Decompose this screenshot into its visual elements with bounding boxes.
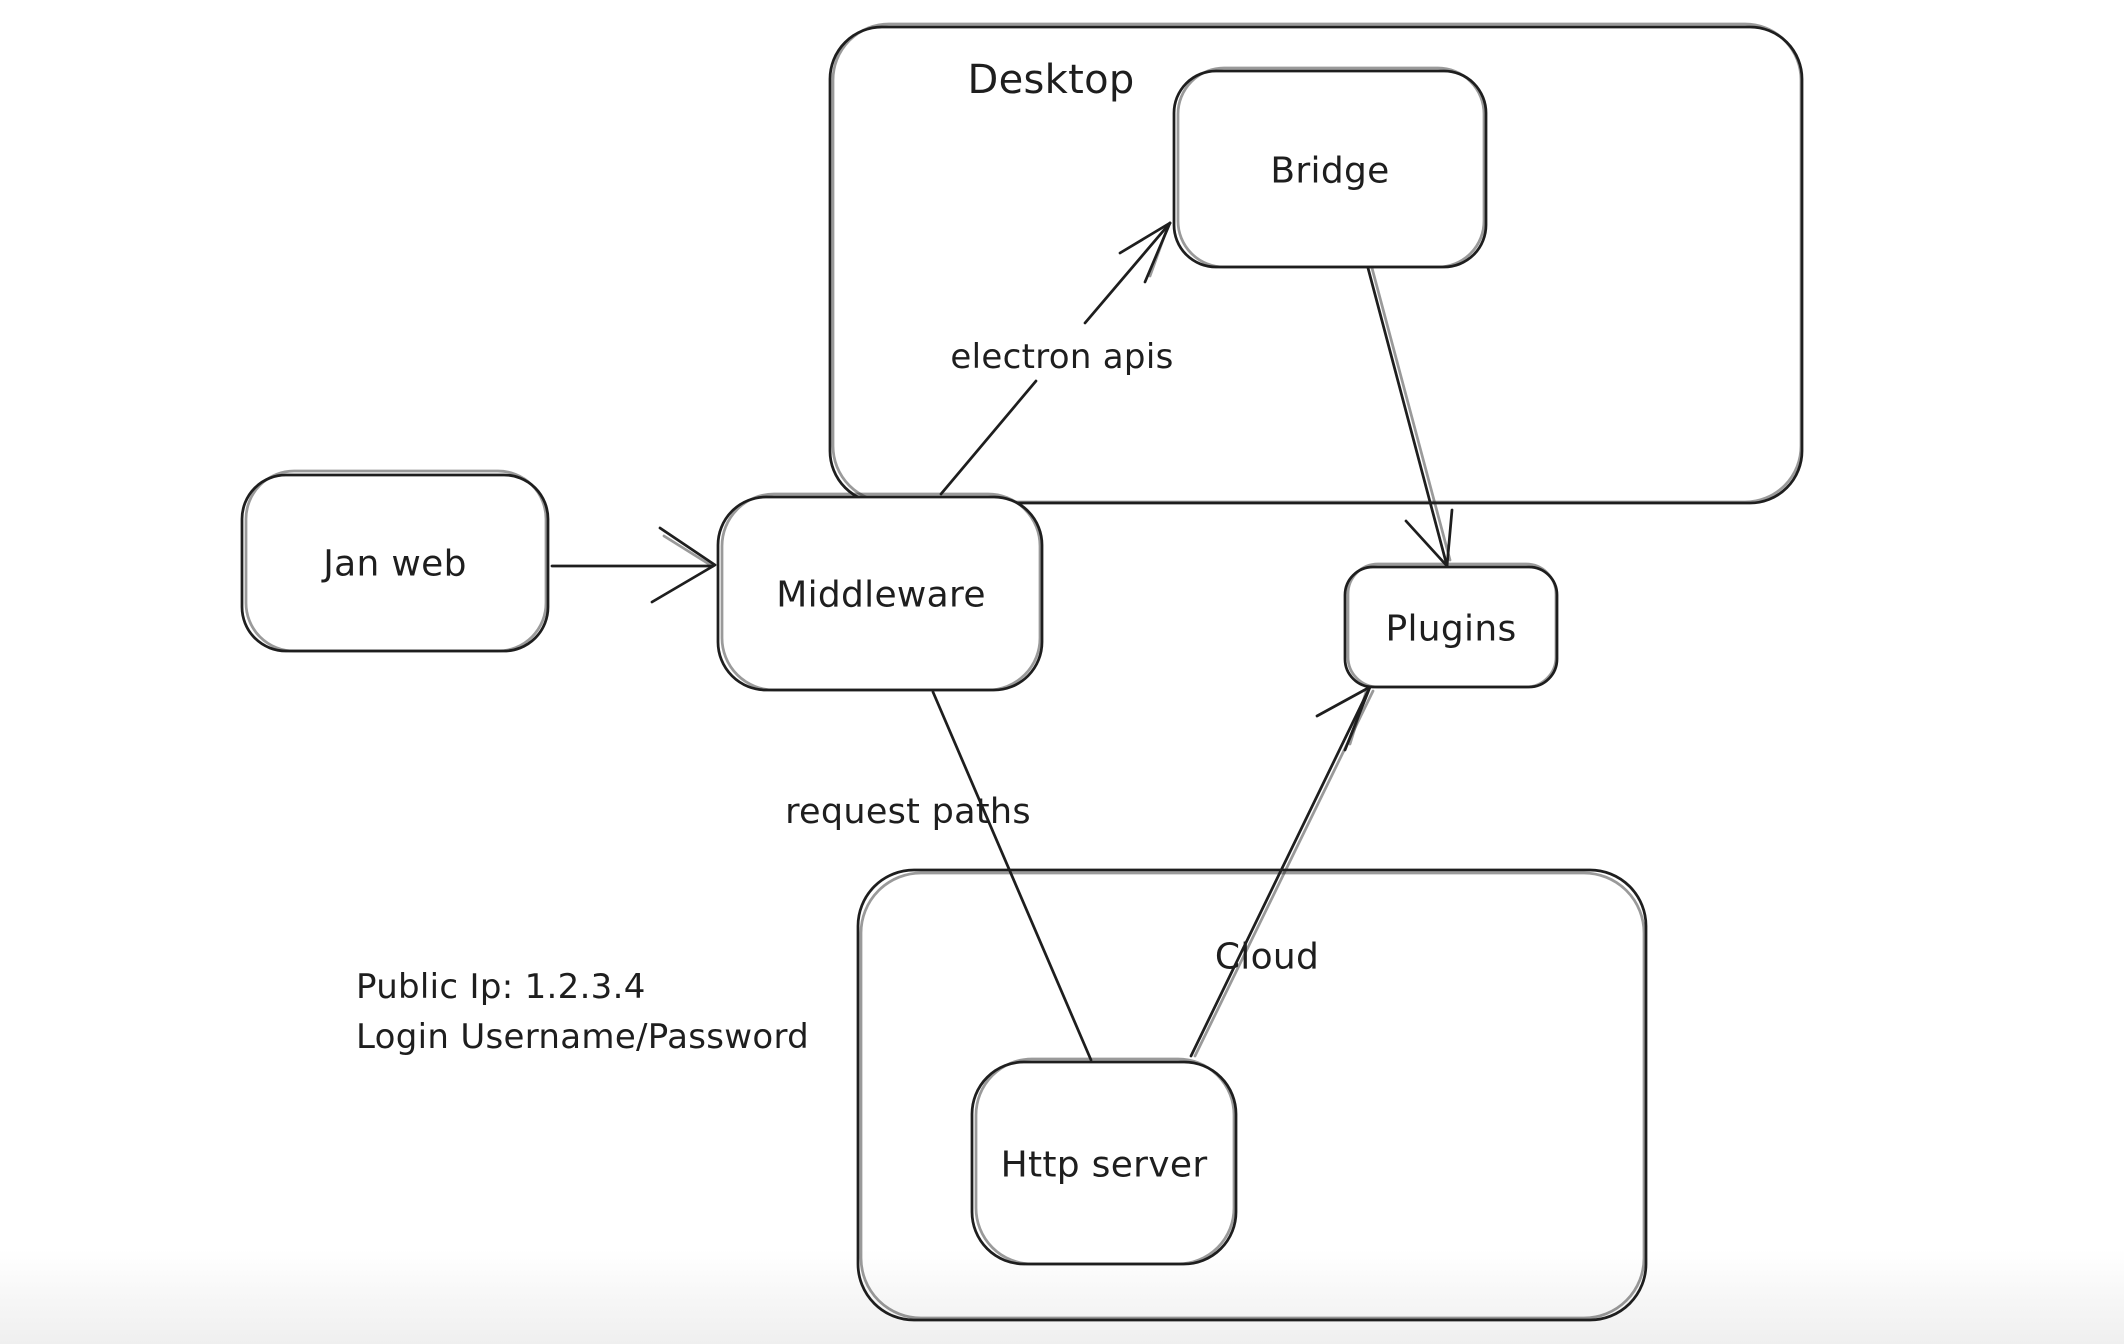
public-ip-annotation[interactable]: Public Ip: 1.2.3.4 Login Username/Passwo… bbox=[356, 962, 809, 1062]
cloud-container-shape[interactable] bbox=[856, 868, 1648, 1322]
bridge-node-label[interactable]: Bridge bbox=[1270, 150, 1390, 192]
desktop-container-shape[interactable] bbox=[828, 22, 1804, 505]
middleware-node-label[interactable]: Middleware bbox=[776, 574, 986, 616]
plugins-node-label[interactable]: Plugins bbox=[1385, 608, 1517, 650]
edge-janweb-middleware[interactable] bbox=[550, 526, 717, 604]
plugins-node-shape[interactable] bbox=[1343, 562, 1559, 689]
jan-web-node-shape[interactable] bbox=[240, 469, 550, 653]
edge-middleware-bridge[interactable] bbox=[939, 221, 1172, 496]
edge-httpserver-plugins[interactable] bbox=[1189, 685, 1375, 1058]
http-server-node-shape[interactable] bbox=[970, 1057, 1238, 1266]
desktop-container-label[interactable]: Desktop bbox=[967, 57, 1135, 103]
cloud-container-label[interactable]: Cloud bbox=[1214, 936, 1320, 978]
annotation-line-public-ip: Public Ip: 1.2.3.4 bbox=[356, 967, 646, 1007]
http-server-node-label[interactable]: Http server bbox=[1000, 1144, 1208, 1186]
edge-bridge-plugins[interactable] bbox=[1366, 266, 1454, 568]
jan-web-node-label[interactable]: Jan web bbox=[323, 543, 467, 585]
bridge-node-shape[interactable] bbox=[1172, 66, 1488, 269]
annotation-line-login: Login Username/Password bbox=[356, 1017, 810, 1057]
edge-label-electron-apis[interactable]: electron apis bbox=[950, 337, 1174, 377]
edge-label-request-paths[interactable]: request paths bbox=[785, 792, 1031, 832]
middleware-node-shape[interactable] bbox=[716, 492, 1044, 692]
edge-middleware-httpserver[interactable] bbox=[931, 690, 1093, 1062]
